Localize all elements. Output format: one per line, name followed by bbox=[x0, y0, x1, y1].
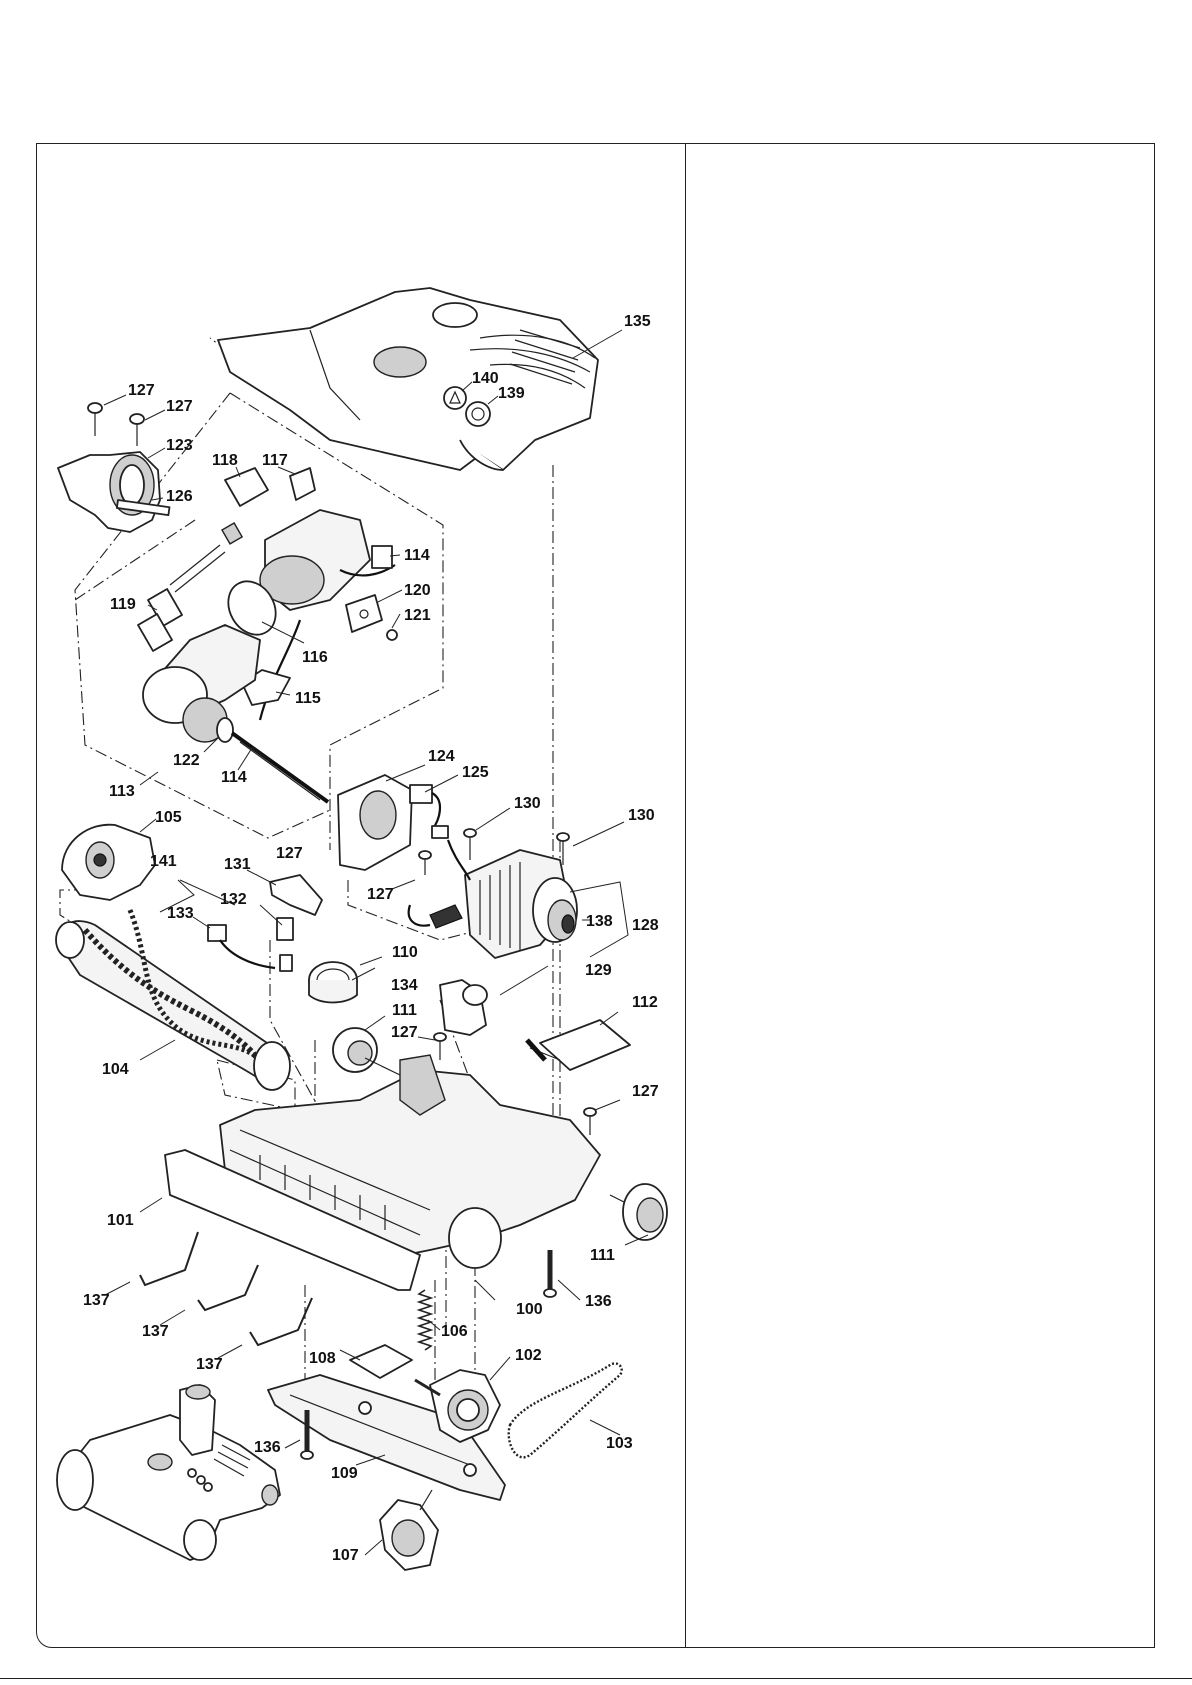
end-cap-105 bbox=[62, 825, 155, 900]
part-label-115: 115 bbox=[295, 690, 321, 707]
part-label-141: 141 bbox=[150, 853, 177, 870]
part-label-134: 134 bbox=[391, 977, 418, 994]
part-label-117: 117 bbox=[262, 452, 288, 469]
switch-117 bbox=[290, 468, 315, 500]
screw-130-a bbox=[464, 829, 476, 860]
motor-128 bbox=[448, 840, 577, 958]
part-label-133: 133 bbox=[167, 905, 194, 922]
part-label-129: 129 bbox=[585, 962, 612, 979]
clip-120 bbox=[346, 595, 382, 632]
part-label-127-b: 127 bbox=[166, 398, 193, 415]
part-label-137-c: 137 bbox=[196, 1356, 223, 1373]
brush-holder-129 bbox=[409, 905, 462, 928]
part-label-100: 100 bbox=[516, 1301, 543, 1318]
part-label-120: 120 bbox=[404, 582, 431, 599]
part-label-103: 103 bbox=[606, 1435, 633, 1452]
part-label-127-f: 127 bbox=[632, 1083, 659, 1100]
part-label-126: 126 bbox=[166, 488, 193, 505]
button-139 bbox=[466, 402, 490, 426]
wheel-111-a bbox=[333, 1028, 400, 1075]
spring-clip-137-a bbox=[140, 1232, 198, 1285]
part-label-139: 139 bbox=[498, 385, 525, 402]
part-label-105: 105 bbox=[155, 809, 182, 826]
part-label-124: 124 bbox=[428, 748, 455, 765]
part-label-112: 112 bbox=[632, 994, 658, 1011]
part-label-102: 102 bbox=[515, 1347, 542, 1364]
bracket-134 bbox=[440, 980, 487, 1035]
spring-clip-137-b bbox=[198, 1265, 258, 1310]
part-label-131: 131 bbox=[224, 856, 251, 873]
part-label-119: 119 bbox=[110, 596, 136, 613]
part-label-106: 106 bbox=[441, 1323, 468, 1340]
connector-114-a bbox=[372, 546, 392, 568]
part-label-111-b: 111 bbox=[590, 1247, 615, 1264]
connector-133 bbox=[208, 925, 275, 968]
screw-121 bbox=[387, 630, 397, 640]
part-label-137-a: 137 bbox=[83, 1292, 110, 1309]
switch-bracket-131 bbox=[270, 875, 322, 915]
spring-106 bbox=[419, 1290, 431, 1350]
assembled-nozzle-view bbox=[57, 1385, 280, 1560]
part-label-114-a: 114 bbox=[404, 547, 430, 564]
part-label-122: 122 bbox=[173, 752, 200, 769]
part-label-111-a: 111 bbox=[392, 1002, 417, 1019]
bracket-124 bbox=[338, 775, 412, 870]
screw-127-a bbox=[88, 403, 102, 436]
part-label-118: 118 bbox=[212, 452, 238, 469]
part-label-109: 109 bbox=[331, 1465, 358, 1482]
part-label-127-a: 127 bbox=[128, 382, 155, 399]
part-label-135: 135 bbox=[624, 313, 651, 330]
part-label-137-b: 137 bbox=[142, 1323, 169, 1340]
part-label-107: 107 bbox=[332, 1547, 359, 1564]
switch-132 bbox=[277, 918, 293, 971]
part-label-101: 101 bbox=[107, 1212, 134, 1229]
bolt-136-a bbox=[544, 1250, 556, 1297]
part-label-140: 140 bbox=[472, 370, 499, 387]
part-label-114-b: 114 bbox=[221, 769, 247, 786]
part-label-121: 121 bbox=[404, 607, 431, 624]
part-label-128: 128 bbox=[632, 917, 659, 934]
belt-103 bbox=[509, 1363, 622, 1457]
part-labels: 135 140 139 127 127 123 126 118 117 114 … bbox=[83, 313, 659, 1564]
connector-125 bbox=[410, 785, 448, 838]
part-label-113: 113 bbox=[109, 783, 135, 800]
screw-127-e bbox=[434, 1033, 446, 1060]
brush-roll-104 bbox=[56, 910, 290, 1090]
wheel-111-b bbox=[610, 1184, 667, 1240]
part-label-130-a: 130 bbox=[514, 795, 541, 812]
part-label-132: 132 bbox=[220, 891, 247, 908]
part-label-130-b: 130 bbox=[628, 807, 655, 824]
pedal-112 bbox=[527, 1020, 630, 1070]
latch-108 bbox=[350, 1345, 412, 1378]
part-label-110: 110 bbox=[392, 944, 418, 961]
part-label-127-e: 127 bbox=[391, 1024, 418, 1041]
spring-clip-137-c bbox=[250, 1298, 312, 1345]
part-label-127-d: 127 bbox=[367, 886, 394, 903]
part-label-108: 108 bbox=[309, 1350, 336, 1367]
handle-mount-123 bbox=[58, 452, 169, 532]
screw-127-d bbox=[419, 851, 431, 875]
part-label-127-c: 127 bbox=[276, 845, 303, 862]
part-label-136-b: 136 bbox=[254, 1439, 281, 1456]
part-label-136-a: 136 bbox=[585, 1293, 612, 1310]
switch-housing-118 bbox=[225, 468, 268, 506]
shaft-114-b bbox=[232, 733, 328, 802]
brush-mechanism-107 bbox=[380, 1490, 438, 1570]
screw-127-b bbox=[130, 414, 144, 446]
part-label-125: 125 bbox=[462, 764, 489, 781]
part-label-138: 138 bbox=[586, 913, 613, 930]
bearing-122 bbox=[217, 718, 233, 742]
screw-127-f bbox=[584, 1108, 596, 1135]
part-label-104: 104 bbox=[102, 1061, 129, 1078]
top-cover-135 bbox=[218, 288, 598, 470]
part-label-116: 116 bbox=[302, 649, 328, 666]
cap-110 bbox=[309, 962, 357, 1003]
part-label-123: 123 bbox=[166, 437, 193, 454]
